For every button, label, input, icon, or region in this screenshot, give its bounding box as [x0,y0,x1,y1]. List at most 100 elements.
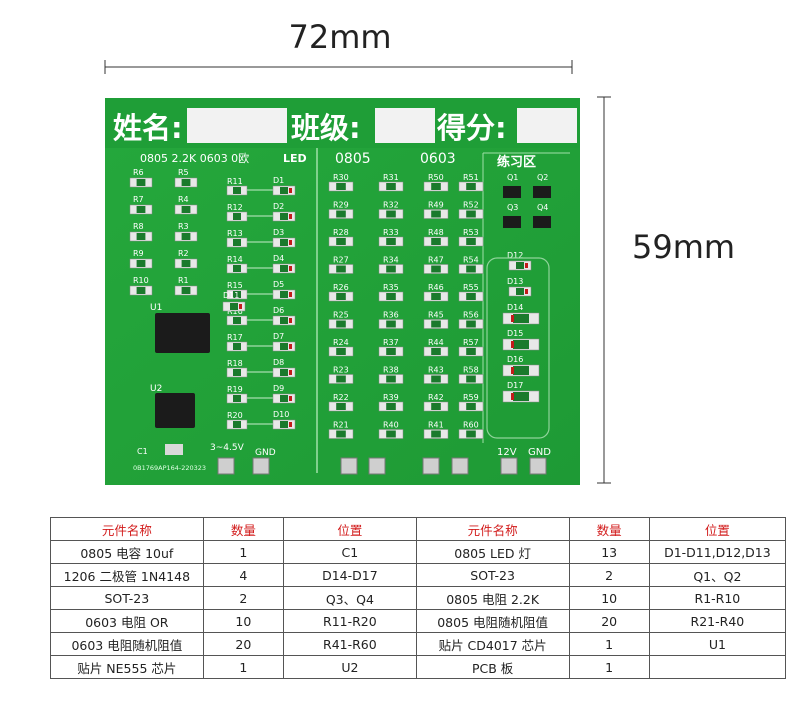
mid-resistor-label: R24 [333,338,349,347]
led-polarity-mark [289,188,292,193]
mid-resistor-label: R43 [428,366,444,375]
bom-cell: D1-D11,D12,D13 [648,540,787,564]
bom-cell: SOT-23 [50,586,204,610]
resistor-gap [181,260,191,267]
led-gap [280,187,288,194]
transistor-label: Q1 [507,173,518,182]
mid-resistor-label: R31 [383,173,399,182]
led-gap [280,213,288,220]
mid-resistor-label: R29 [333,201,349,210]
mid-resistor-label: R22 [333,393,349,402]
led-gap [280,421,288,428]
r-series-label: R15 [227,281,243,290]
resistor-gap [386,210,396,218]
left-resistor-label: R9 [133,249,144,258]
mid-resistor-label: R57 [463,338,479,347]
resistor-gap [431,348,441,355]
gnd-pad [252,457,270,475]
c1-label: C1 [137,447,148,456]
resistor-gap [233,187,241,194]
mid-resistor-label: R52 [463,201,479,210]
ic-u2 [155,393,195,428]
resistor-gap [466,320,476,328]
width-arrow [104,60,573,74]
resistor-gap [466,265,476,273]
mid-resistor-label: R28 [333,228,349,237]
left-resistor-label: R10 [133,276,149,285]
transistor-label: Q2 [537,173,548,182]
resistor-gap [336,183,346,190]
right-diode-label: D15 [507,329,523,338]
resistor-gap [386,430,396,438]
gnd-label: GND [255,448,276,458]
bom-cell: 0805 电阻 2.2K [415,586,570,610]
r-series-label: R11 [227,177,243,186]
bom-cell: C1 [282,540,417,564]
right-diode-label: D12 [507,251,523,260]
r-series-label: R14 [227,255,243,264]
resistor-gap [336,320,346,328]
12v-pad [500,457,518,475]
left-resistor-label: R5 [178,168,189,177]
c1-pad [165,444,183,455]
test-pad [451,457,469,475]
resistor-gap [386,293,396,300]
class-field [375,108,435,143]
bom-header-row: 元件名称 数量 位置 元件名称 数量 位置 [50,517,787,541]
resistor-gap [431,430,441,438]
bom-cell: R21-R40 [648,609,787,633]
bom-cell: Q3、Q4 [282,586,417,610]
resistor-gap [466,238,476,245]
led-polarity-mark [289,422,292,427]
resistor-gap [386,265,396,273]
resistor-gap [233,421,241,428]
led-gap [280,369,288,376]
resistor-gap [336,238,346,245]
led-polarity-mark [289,214,292,219]
bom-cell: 0805 电容 10uf [50,540,204,564]
led-gap [280,291,288,298]
led-label: D5 [273,280,284,289]
bom-cell: 1206 二极管 1N4148 [50,563,204,587]
name-field [187,108,287,143]
mid-resistor-label: R46 [428,283,444,292]
bom-cell: 贴片 NE555 芯片 [50,655,204,679]
diode-polarity-mark [511,393,514,400]
resistor-gap [466,403,476,410]
resistor-gap [233,343,241,350]
mid-resistor-label: R39 [383,393,399,402]
bom-header: 数量 [202,517,284,541]
left-resistor-label: R8 [133,222,144,231]
resistor-gap [136,260,146,267]
class-label: 班级: [291,111,361,145]
resistor-gap [233,369,241,376]
right-diode-label: D16 [507,355,523,364]
right-diode-label: D14 [507,303,523,312]
mid-resistor-label: R41 [428,421,444,430]
bom-cell: 10 [202,609,284,633]
led-label: D6 [273,306,284,315]
mid-resistor-label: R38 [383,366,399,375]
bom-cell: 20 [568,609,650,633]
bom-cell: U1 [648,632,787,656]
left-resistor-label: R3 [178,222,189,231]
bom-header: 元件名称 [415,517,570,541]
bom-cell [648,655,787,679]
bom-cell: 0805 电阻随机阻值 [415,609,570,633]
r-series-label: R19 [227,385,243,394]
bom-cell: PCB 板 [415,655,570,679]
resistor-gap [136,287,146,294]
transistor-label: Q4 [537,203,548,212]
bom-cell: SOT-23 [415,563,570,587]
led-gap [516,288,524,295]
bom-cell: 1 [568,632,650,656]
resistor-gap [466,183,476,190]
bom-header: 数量 [568,517,650,541]
led-gap [516,262,524,269]
left-resistor-label: R4 [178,195,189,204]
resistor-gap [181,287,191,294]
score-label: 得分: [436,111,507,145]
